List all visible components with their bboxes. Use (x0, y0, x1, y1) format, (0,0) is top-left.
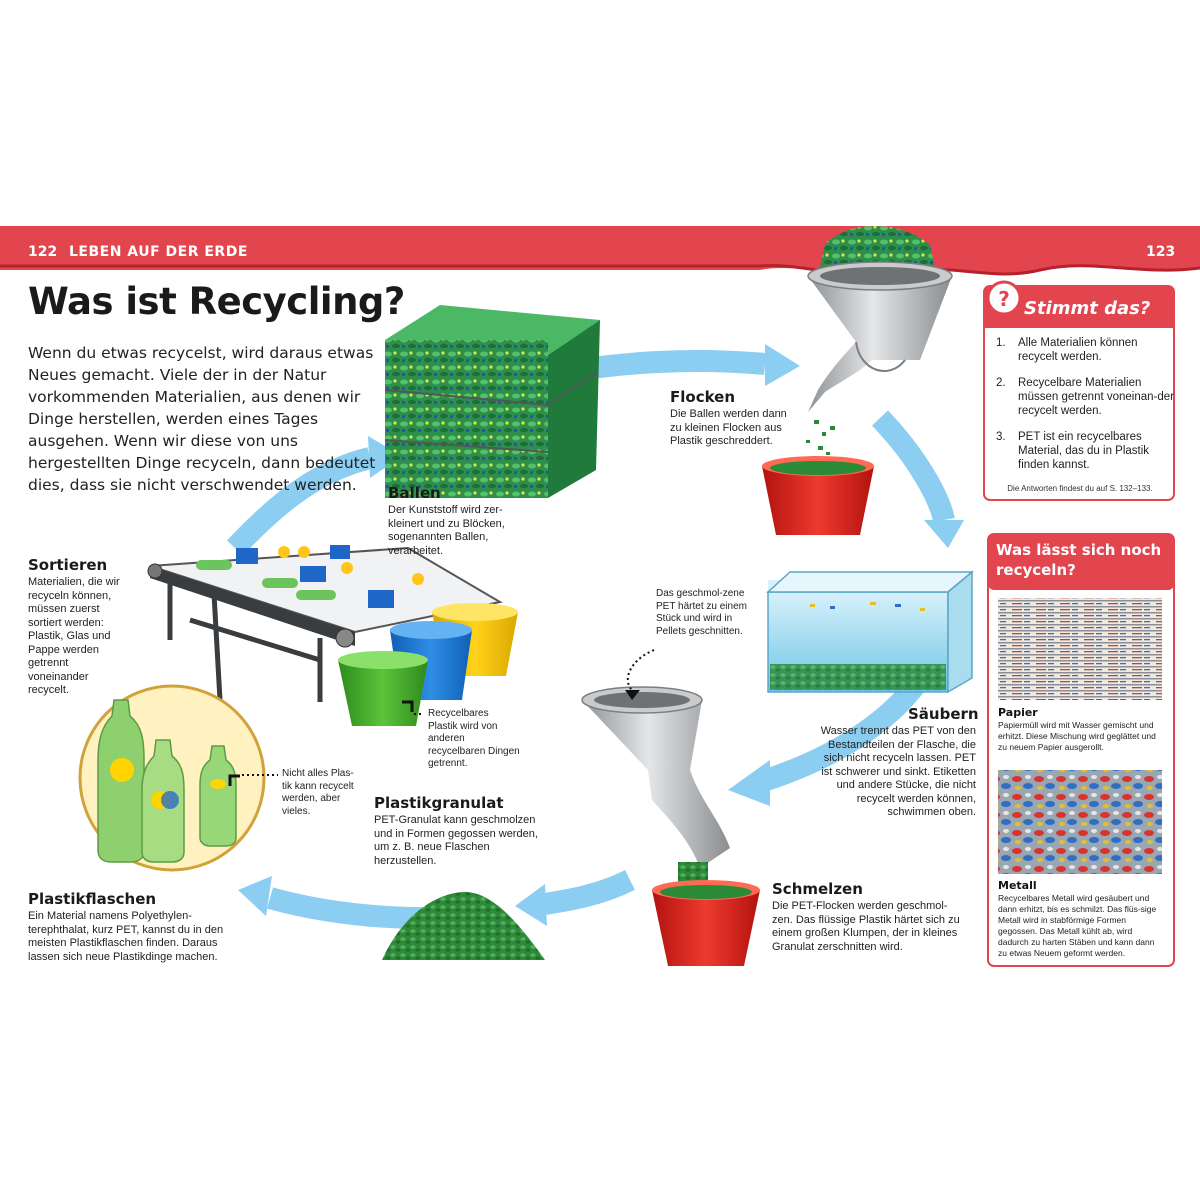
step-flocken-text: Die Ballen werden dann zu kleinen Flocke… (670, 408, 787, 447)
chapter-title: LEBEN AUF DER ERDE (69, 244, 248, 260)
question-mark-icon: ? (998, 287, 1010, 311)
step-flaschen-heading: Plastikflaschen (28, 890, 157, 908)
quiz-item: 2.Recycelbare Materialien müssen getrenn… (996, 377, 1174, 417)
question-mark-badge (986, 280, 1022, 316)
recycle-box-title: Was lässt sich noch recyceln? (996, 541, 1162, 579)
step-schmelzen-heading: Schmelzen (772, 880, 863, 898)
callout-separate: Recycelbares Plastik wird von anderen re… (428, 708, 520, 769)
shredder-funnel-illustration (806, 226, 953, 460)
recycle-metal-label: Metall (998, 879, 1037, 892)
sorting-conveyor-illustration (147, 545, 518, 726)
recycle-paper-text: Papiermüll wird mit Wasser gemischt und … (998, 720, 1156, 752)
step-schmelzen-text: Die PET-Flocken werden geschmol-zen. Das… (772, 900, 960, 953)
quiz-title: Stimmt das? (1024, 298, 1151, 319)
bale-illustration (384, 305, 600, 498)
right-page-number: 123 (1146, 244, 1176, 260)
callout-lines (228, 649, 655, 786)
callout-not-all: Nicht alles Plas-tik kann recycelt werde… (282, 768, 354, 817)
quiz-answer-note: Die Antworten findest du auf S. 132–133. (1007, 484, 1153, 493)
intro-text: Wenn du etwas recycelst, wird daraus etw… (28, 344, 376, 494)
quiz-item: 3.PET ist ein recycelbares Material, das… (996, 431, 1150, 471)
quiz-list: 1.Alle Materialien können recycelt werde… (996, 336, 1176, 484)
step-granulat-heading: Plastikgranulat (374, 794, 504, 812)
step-flaschen-text: Ein Material namens Polyethylen-terephth… (28, 910, 224, 963)
step-ballen-heading: Ballen (388, 484, 441, 502)
bottles-illustration (78, 684, 266, 872)
recycle-metal-text: Recycelbares Metall wird gesäubert und d… (998, 893, 1157, 958)
page-title: Was ist Recycling? (28, 280, 405, 323)
granulate-heap (382, 891, 545, 960)
red-bucket-flakes (762, 456, 874, 535)
red-bucket-granulate (652, 880, 760, 966)
quiz-item: 1.Alle Materialien können recycelt werde… (996, 337, 1138, 363)
step-ballen-text: Der Kunststoff wird zer-kleinert und zu … (388, 504, 505, 557)
step-saeubern-heading: Säubern (908, 705, 979, 723)
step-flocken-heading: Flocken (670, 388, 736, 406)
quiz-box-frame (983, 285, 1175, 501)
metal-photo (998, 770, 1162, 874)
step-saeubern-text: Wasser trennt das PET von den Bestandtei… (820, 725, 976, 818)
melting-funnel-illustration (581, 686, 730, 884)
recycle-paper-label: Papier (998, 706, 1038, 719)
left-page-number: 122 (28, 244, 58, 260)
paper-photo (998, 598, 1162, 700)
water-tank-illustration (766, 570, 975, 694)
step-sortieren-heading: Sortieren (28, 556, 108, 574)
step-sortieren-text: Materialien, die wir recyceln können, mü… (28, 576, 120, 696)
callout-pellets: Das geschmol-zene PET härtet zu einem St… (656, 588, 747, 637)
step-granulat-text: PET-Granulat kann geschmolzen und in For… (374, 814, 538, 867)
